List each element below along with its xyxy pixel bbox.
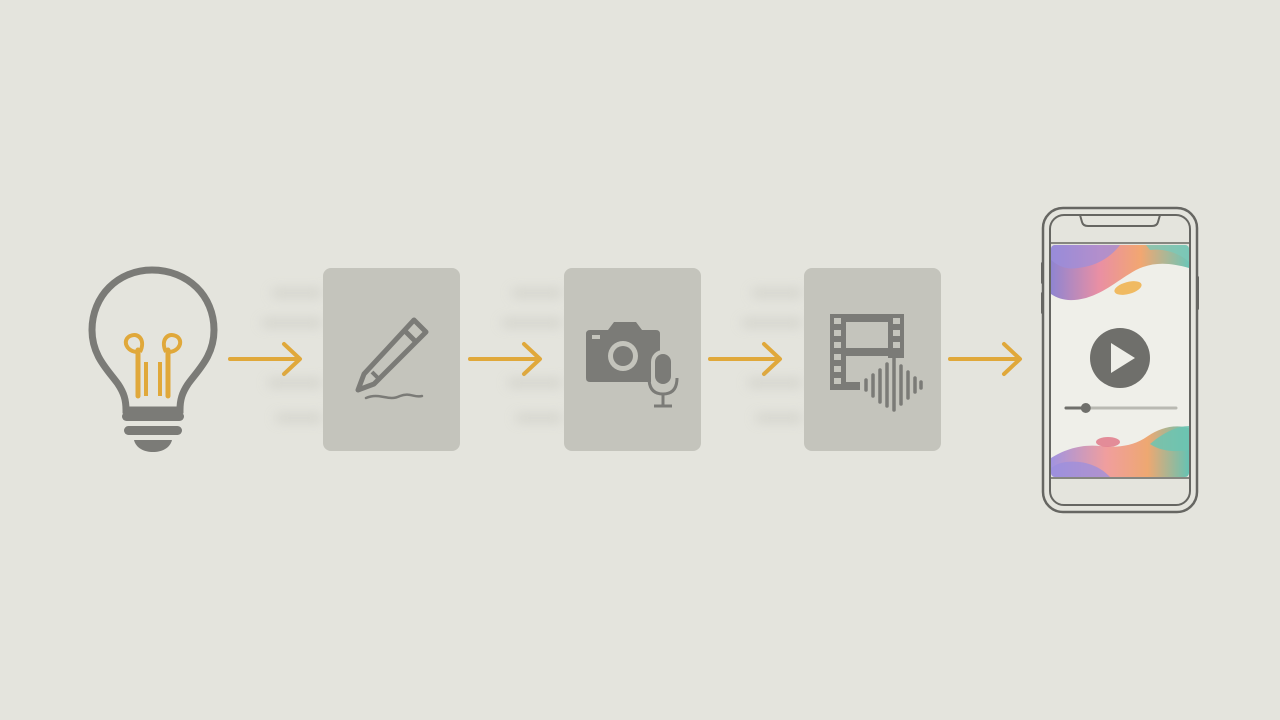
video-progress-bar[interactable]	[1064, 403, 1178, 413]
audio-waveform-icon	[860, 356, 926, 412]
flow-arrow-4	[948, 342, 1022, 376]
play-button[interactable]	[1090, 328, 1150, 388]
flow-arrow-2	[468, 342, 542, 376]
flow-arrow-3	[708, 342, 782, 376]
lightbulb-icon	[88, 266, 218, 452]
step-card-write	[262, 268, 460, 451]
progress-knob[interactable]	[1080, 403, 1091, 413]
camera-icon	[586, 322, 660, 382]
microphone-icon	[647, 350, 679, 408]
step-card-record	[502, 268, 701, 451]
step-card-edit	[742, 268, 941, 451]
smartphone-icon	[1041, 206, 1199, 514]
pencil-icon	[355, 317, 429, 400]
flow-arrow-1	[228, 342, 302, 376]
